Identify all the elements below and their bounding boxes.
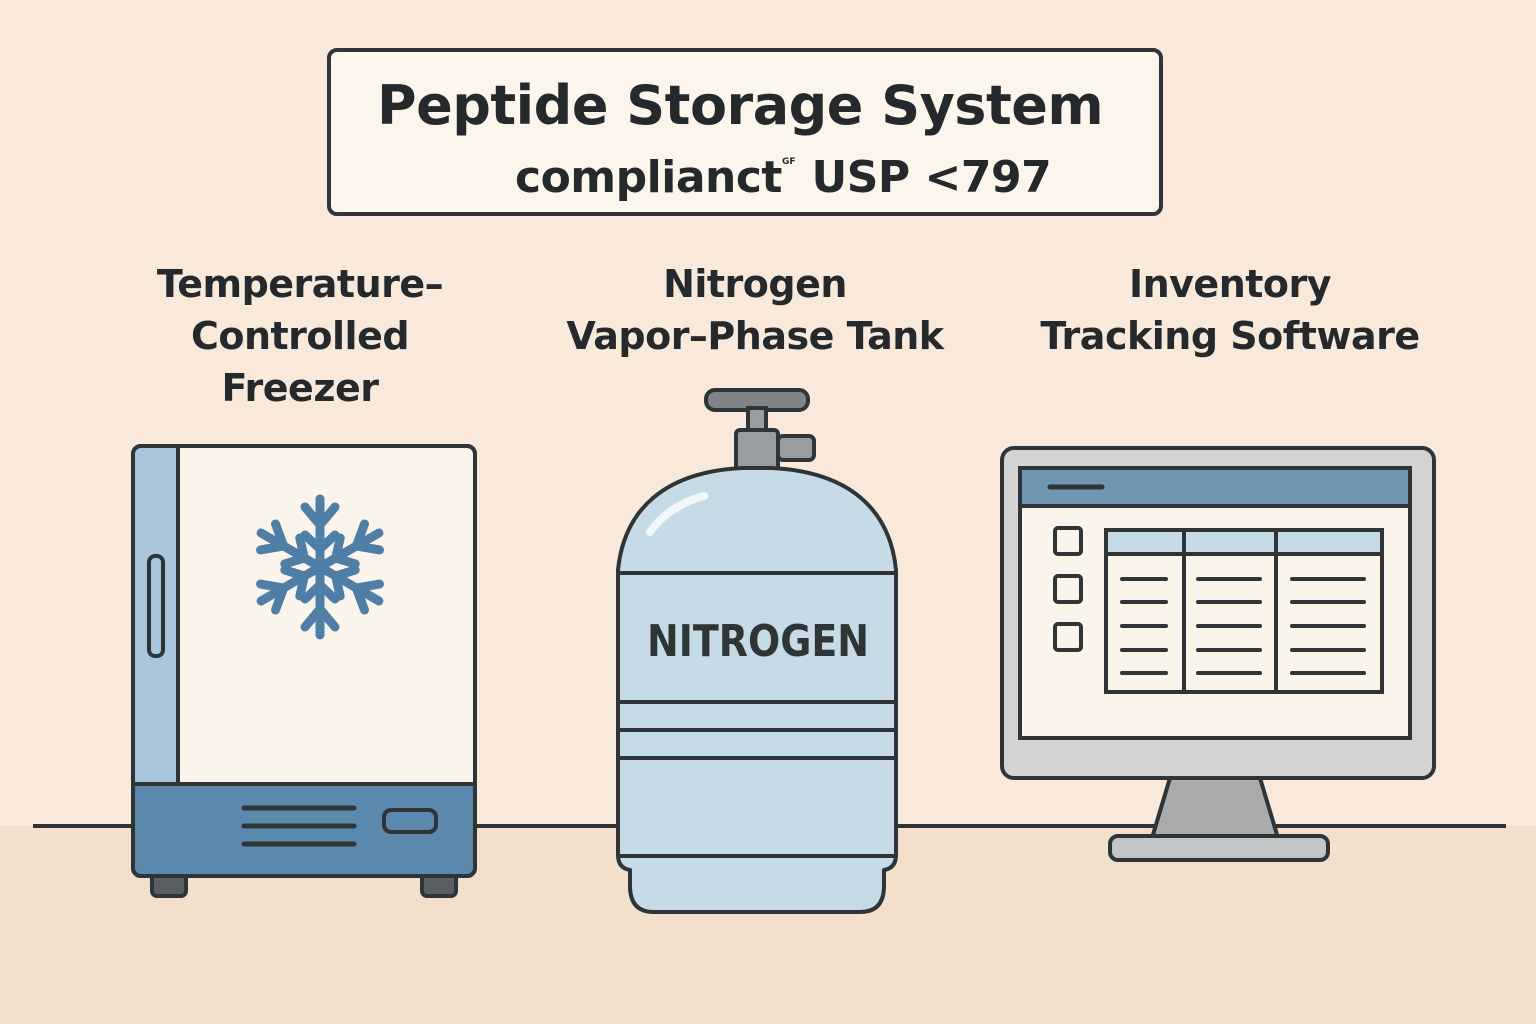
snowflake-icon: [254, 494, 387, 635]
software-label-line: Tracking Software: [1040, 314, 1420, 358]
subtitle-standard: USP <797: [811, 152, 1052, 203]
tank-valve-side: [776, 434, 816, 462]
tank-label: NITROGEN: [647, 616, 869, 667]
screen-table-rows: [1120, 577, 1366, 675]
screen-table: [1104, 528, 1384, 694]
checkbox-icon: [1053, 622, 1083, 652]
freezer-base-panel: [135, 784, 473, 874]
page-subtitle: complianctGF USP <797: [515, 152, 1052, 203]
freezer-label-line: Temperature–: [156, 262, 444, 306]
checkbox-icon: [1053, 526, 1083, 556]
tank-valve-body: [734, 428, 780, 474]
tank-label-line: Nitrogen: [663, 262, 847, 306]
monitor-base: [1108, 834, 1330, 862]
subtitle-text: complianct: [515, 152, 782, 203]
freezer-label: Temperature– Controlled Freezer: [120, 258, 480, 414]
tank-body: [616, 466, 898, 914]
freezer-handle: [147, 554, 165, 658]
freezer-button: [382, 808, 438, 834]
monitor-stand: [1150, 776, 1280, 840]
freezer-icon: [131, 444, 477, 898]
tank-label-heading: Nitrogen Vapor–Phase Tank: [520, 258, 990, 362]
software-label-line: Inventory: [1128, 262, 1332, 306]
screen-table-header: [1108, 532, 1380, 554]
freezer-label-line: Controlled: [190, 314, 410, 358]
tank-label-line: Vapor–Phase Tank: [566, 314, 944, 358]
title-box: Peptide Storage System complianctGF USP <…: [327, 48, 1163, 216]
nitrogen-tank-icon: NITROGEN: [616, 388, 898, 914]
freezer-label-line: Freezer: [221, 366, 379, 410]
tank-highlight: [646, 492, 708, 536]
subtitle-superscript: GF: [781, 157, 796, 167]
checkbox-icon: [1053, 574, 1083, 604]
software-label: Inventory Tracking Software: [1000, 258, 1460, 362]
computer-monitor-icon: [1000, 446, 1436, 862]
freezer-body-outline: [131, 444, 477, 878]
page-title: Peptide Storage System: [377, 74, 1104, 137]
